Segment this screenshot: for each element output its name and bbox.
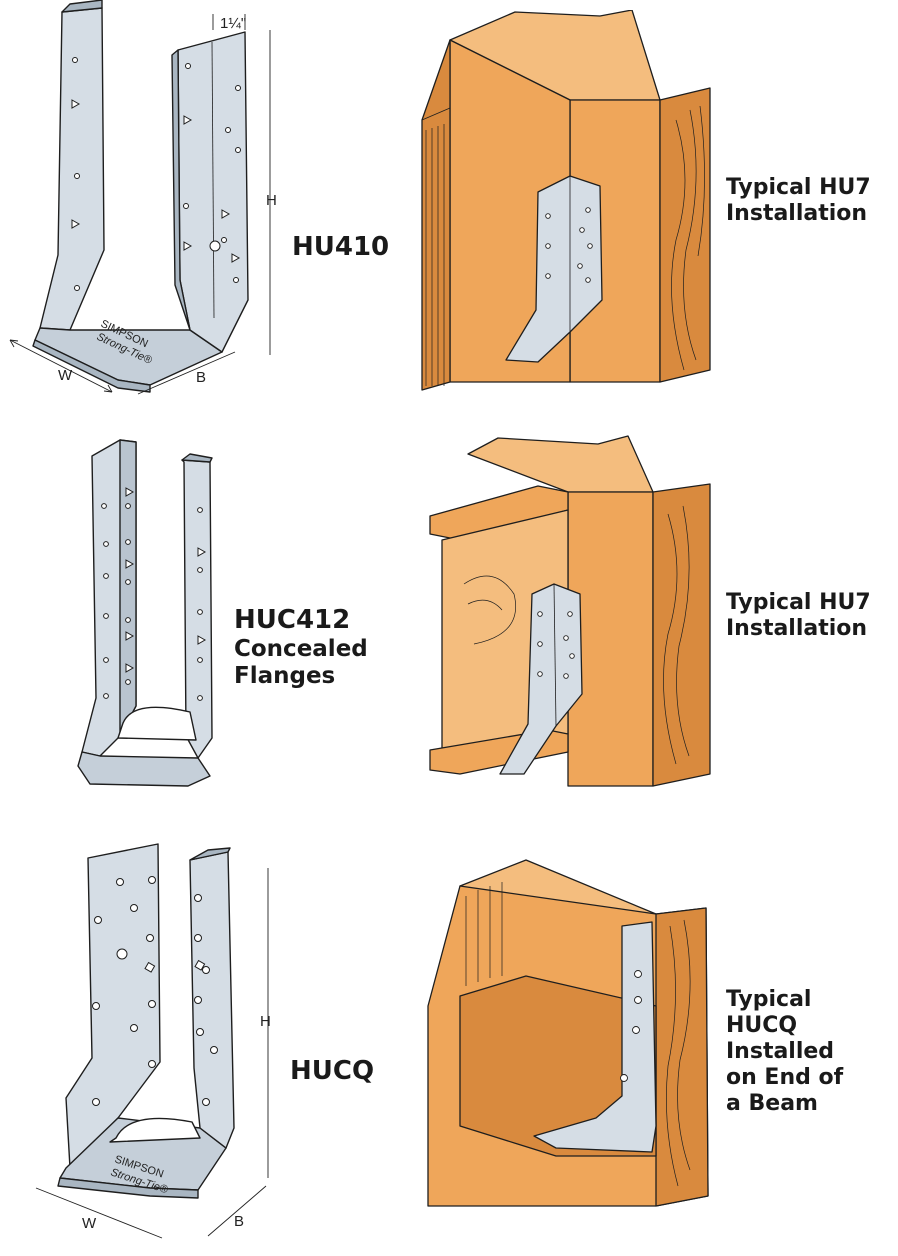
hucq-caption-line2: HUCQ — [726, 1012, 798, 1038]
hucq-model-label: HUCQ — [290, 1056, 375, 1086]
huc412-subtitle-line2: Flanges — [234, 662, 336, 689]
hucq-dim-width: W — [82, 1215, 97, 1232]
hu410-dim-depth: B — [196, 369, 206, 386]
hu410-joist-end — [421, 39, 451, 391]
huc412-seat — [77, 751, 211, 787]
hu410-left-flange — [39, 7, 105, 331]
hu410-caption-line1: Typical HU7 — [726, 175, 871, 200]
huc412-header-top — [467, 435, 654, 493]
huc412-caption-line1: Typical HU7 — [726, 590, 871, 615]
hucq-installed-hanger — [533, 921, 657, 1153]
hucq-caption-line3: Installed — [726, 1038, 835, 1064]
hucq-caption-line5: a Beam — [726, 1090, 818, 1116]
hu410-model-label: HU410 — [292, 232, 390, 262]
hucq-dim-height: H — [260, 1013, 271, 1030]
hucq-installation-drawing — [426, 856, 718, 1228]
hucq-caption-line1: Typical — [726, 987, 812, 1012]
hu410-caption-line2: Installation — [726, 200, 868, 226]
hu410-hanger-drawing: SIMPSON Strong-Tie® W B H 1¼" — [0, 0, 290, 410]
hu410-installation-drawing — [420, 10, 720, 395]
hucq-caption: Typical HUCQ Installed on End of a Beam — [726, 987, 843, 1117]
hu410-dim-flange: 1¼" — [220, 15, 246, 32]
huc412-caption-line2: Installation — [726, 615, 868, 641]
hucq-caption-line4: on End of — [726, 1064, 844, 1090]
hucq-dim-depth: B — [234, 1213, 244, 1230]
hucq-hanger-drawing: SIMPSON Strong-Tie® W B H — [30, 838, 290, 1248]
huc412-subtitle-line1: Concealed — [234, 635, 368, 662]
hu410-caption: Typical HU7 Installation — [726, 175, 871, 227]
huc412-hanger-drawing — [70, 436, 230, 806]
huc412-caption: Typical HU7 Installation — [726, 590, 871, 642]
huc412-model-name: HUC412 — [234, 605, 351, 635]
hu410-dim-height: H — [266, 192, 277, 209]
huc412-installation-drawing — [428, 434, 718, 804]
huc412-model-label: HUC412 Concealed Flanges — [234, 605, 368, 690]
hu410-dim-width: W — [58, 367, 73, 384]
